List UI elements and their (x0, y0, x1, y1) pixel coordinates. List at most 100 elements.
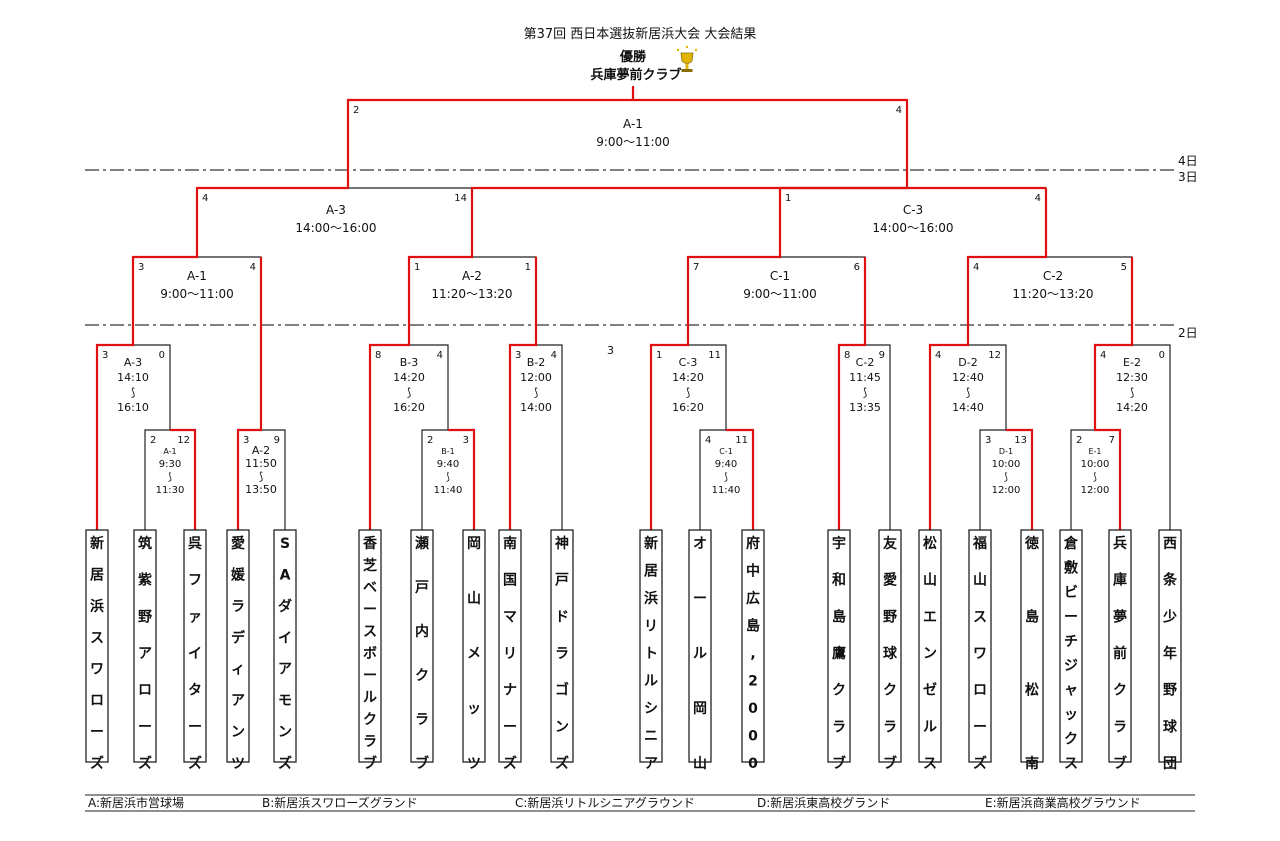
match-id: C-3 (679, 356, 698, 369)
score-left: 3 (985, 435, 991, 446)
winner-line (837, 257, 867, 530)
team-box: 松山エンゼルス (918, 529, 942, 772)
match-id: C-1 (770, 269, 790, 283)
score-left: 2 (150, 435, 156, 446)
match-time: 14:00〜16:00 (295, 221, 376, 235)
match-id: E-1 (1088, 447, 1101, 456)
team-name: オール岡山 (693, 536, 707, 772)
match-time: 12:00⟆14:00 (520, 371, 552, 414)
match-id: A-2 (462, 269, 482, 283)
score-right: 4 (1035, 193, 1041, 204)
score-right: 4 (551, 350, 557, 361)
score-left: 7 (693, 262, 699, 273)
score-left: 3 (515, 350, 521, 361)
match-id: C-1 (719, 447, 733, 456)
champion-team: 兵庫夢前クラブ (590, 67, 681, 83)
champion-label: 優勝 (619, 49, 647, 65)
winner-line (368, 98, 909, 530)
winner-line (1093, 257, 1134, 530)
winner-line (726, 428, 755, 530)
score-left: 1 (785, 193, 791, 204)
team-box: 兵庫夢前クラブ (1108, 529, 1132, 772)
match-id: A-1 (163, 447, 176, 456)
legend-venue-c: C:新居浜リトルシニアグラウンド (515, 795, 695, 810)
match-id: E-2 (1123, 356, 1141, 369)
team-name: 倉敷ビーチジャックス (1063, 535, 1079, 772)
score-left: 4 (1100, 350, 1106, 361)
match-time: 14:00〜16:00 (872, 221, 953, 235)
team-box: 徳島松南 (1020, 529, 1044, 772)
score-left: 1 (656, 350, 662, 361)
match-time: 12:40⟆14:40 (952, 371, 984, 414)
team-name: 愛媛ラディアンツ (230, 535, 246, 772)
team-name: 松山エンゼルス (923, 535, 937, 772)
legend-venue-b: B:新居浜スワローズグランド (262, 795, 418, 810)
score-right: 3 (463, 435, 469, 446)
team-box: 新居浜スワローズ (85, 529, 109, 772)
match-time: 11:20〜13:20 (431, 287, 512, 301)
match-time: 9:40⟆11:40 (434, 459, 463, 496)
match-time: 10:00⟆12:00 (1081, 459, 1110, 496)
score-left: 3 (102, 350, 108, 361)
team-box: 筑紫野アローズ (133, 529, 157, 772)
score-left: 4 (973, 262, 979, 273)
score-left: 3 (138, 262, 144, 273)
score-right: 7 (1109, 435, 1115, 446)
winner-line (1006, 428, 1034, 530)
score-right: 6 (854, 262, 860, 273)
match-id: B-3 (400, 356, 419, 369)
legend-venue-e: E:新居浜商業高校グラウンド (985, 795, 1141, 810)
match-time: 11:50⟆13:50 (245, 457, 277, 496)
match-id: C-3 (903, 203, 923, 217)
winner-line (508, 257, 538, 530)
match-time: 9:40⟆11:40 (712, 459, 741, 496)
trophy-icon (676, 45, 698, 72)
score-right: 1 (525, 262, 531, 273)
score-left: 3 (243, 435, 249, 446)
team-name: 福山スワローズ (972, 535, 987, 772)
page-title: 第37回 西日本選抜新居浜大会 大会結果 (524, 26, 757, 42)
score-left: 1 (414, 262, 420, 273)
team-name: 西条少年野球団 (1162, 536, 1178, 772)
day-marker-2: 2日 (1178, 326, 1198, 340)
winner-line (95, 86, 635, 530)
match-time: 10:00⟆12:00 (992, 459, 1021, 496)
score-right: 0 (1159, 350, 1165, 361)
match-id: D-2 (958, 356, 977, 369)
score-right: 9 (879, 350, 885, 361)
match-time: 9:00〜11:00 (596, 135, 670, 149)
score-right: 12 (177, 435, 190, 446)
stray-score: 3 (607, 344, 614, 357)
winner-line (649, 186, 1046, 530)
match-id: C-2 (1043, 269, 1063, 283)
day-marker-4: 4日 (1178, 154, 1198, 168)
winner-line (448, 428, 476, 530)
match-id: C-2 (856, 356, 875, 369)
team-name: 瀬戸内クラブ (415, 535, 429, 772)
score-right: 5 (1121, 262, 1127, 273)
match-id: B-2 (527, 356, 546, 369)
team-name: 宇和島鷹クラブ (832, 535, 846, 772)
legend-venue-d: D:新居浜東高校グランド (757, 795, 890, 810)
team-name: 兵庫夢前クラブ (1113, 535, 1127, 772)
match-id: A-2 (252, 444, 270, 457)
score-right: 11 (735, 435, 748, 446)
team-box: オール岡山 (688, 529, 712, 772)
day-marker-3: 3日 (1178, 170, 1198, 184)
team-name: 南国マリナーズ (503, 535, 517, 772)
match-id: A-1 (187, 269, 207, 283)
team-name: 新居浜リトルシニア (644, 535, 658, 772)
team-box: 神戸ドラゴンズ (550, 529, 574, 772)
match-time: 9:00〜11:00 (743, 287, 817, 301)
team-box: 宇和島鷹クラブ (827, 529, 851, 772)
score-left: 2 (427, 435, 433, 446)
team-name: 岡山メッツ (467, 536, 481, 772)
score-left: 2 (353, 105, 359, 116)
team-box: 岡山メッツ (462, 529, 486, 772)
winner-path (95, 86, 1134, 530)
team-box: 福山スワローズ (968, 529, 992, 772)
legend-venue-a: A:新居浜市営球場 (88, 795, 184, 810)
